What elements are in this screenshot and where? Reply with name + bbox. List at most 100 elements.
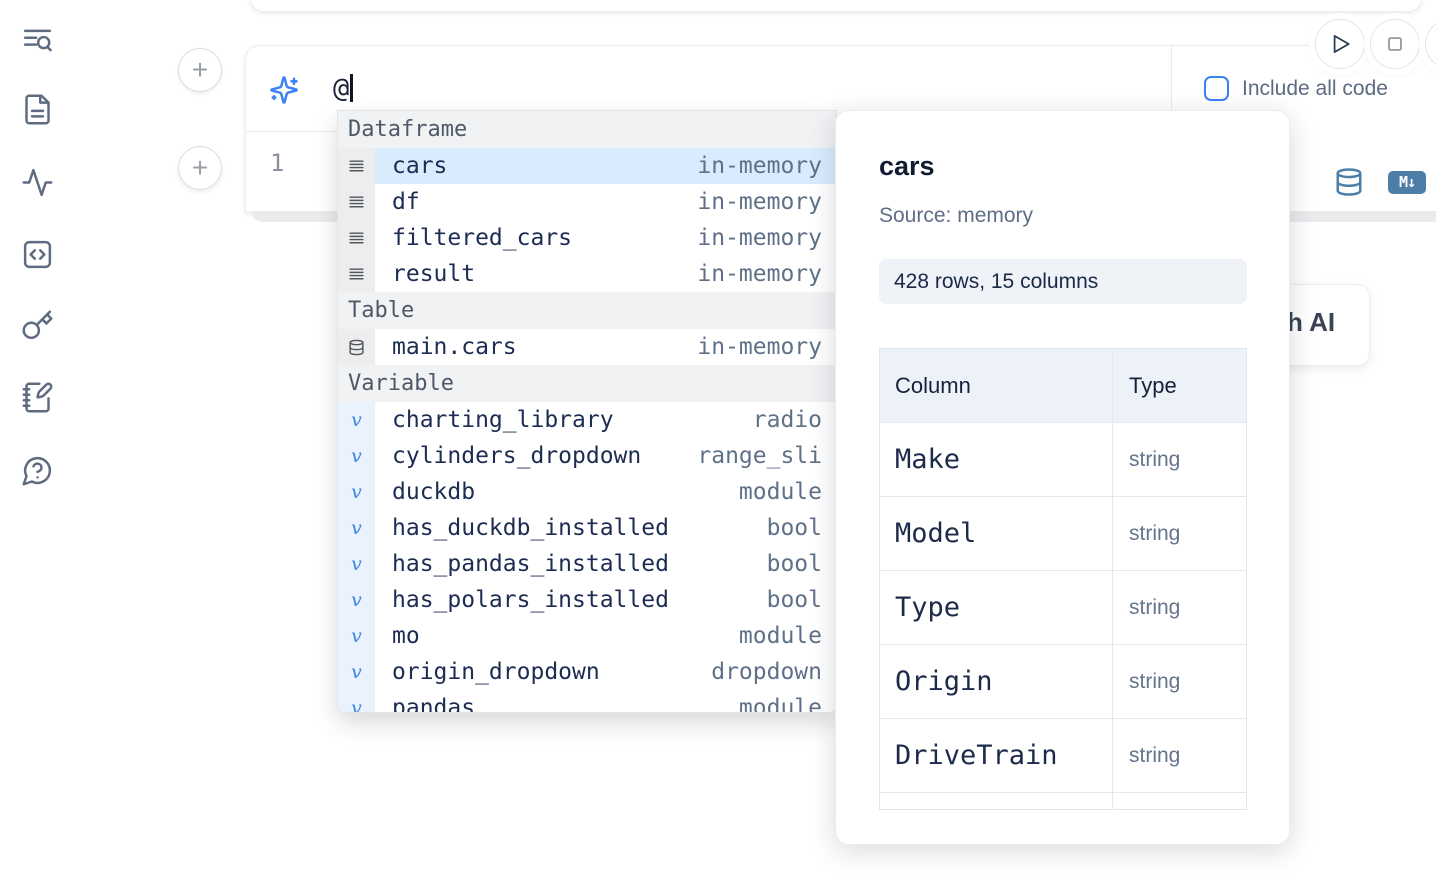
item-name: cylinders_dropdown <box>392 443 642 469</box>
item-type: bool <box>766 551 822 577</box>
type-header: Type <box>1129 372 1177 398</box>
schema-row: DriveTrain string <box>880 719 1246 793</box>
ai-prompt-value: @ <box>333 72 350 104</box>
dataframe-icon <box>338 148 375 184</box>
dataframe-icon <box>338 184 375 220</box>
autocomplete-section-header: Dataframe <box>338 111 836 148</box>
run-cell-button[interactable] <box>1315 19 1365 69</box>
item-type: in-memory <box>697 334 822 360</box>
autocomplete-section-header: Table <box>338 292 836 329</box>
column-type: string <box>1129 521 1181 545</box>
database-button[interactable] <box>1334 166 1364 198</box>
rows-icon <box>349 231 364 243</box>
sidebar-button-text-search[interactable] <box>18 21 56 59</box>
item-name: filtered_cars <box>392 225 573 251</box>
text-search-icon <box>23 29 52 51</box>
sparkles-icon <box>269 75 299 105</box>
item-name: has_polars_installed <box>392 587 669 613</box>
add-cell-above-button[interactable]: + <box>178 48 222 92</box>
column-type: string <box>1129 669 1181 693</box>
dataframe-icon <box>338 256 375 292</box>
item-type: in-memory <box>697 261 822 287</box>
key-icon <box>22 310 52 339</box>
autocomplete-item[interactable]: filtered_cars in-memory <box>338 220 836 256</box>
rows-icon <box>349 267 364 279</box>
code-square-icon <box>23 240 51 268</box>
variable-icon: v <box>338 582 375 618</box>
column-name: Origin <box>895 666 993 697</box>
shape-badge: 428 rows, 15 columns <box>879 259 1247 304</box>
table-icon <box>338 329 375 365</box>
input-divider <box>1171 46 1172 131</box>
variable-icon: v <box>338 546 375 582</box>
variable-icon: v <box>338 438 375 474</box>
item-type: module <box>738 695 822 713</box>
database-icon <box>1336 168 1362 196</box>
autocomplete-section-header: Variable <box>338 365 836 402</box>
add-cell-below-button[interactable]: + <box>178 146 222 190</box>
item-type: bool <box>766 515 822 541</box>
item-name: df <box>392 189 420 215</box>
schema-row: Origin string <box>880 645 1246 719</box>
column-name: Make <box>895 444 961 475</box>
column-name: Type <box>895 592 961 623</box>
rows-icon <box>349 195 364 207</box>
include-all-code-control: Include all code <box>1204 76 1388 101</box>
variable-icon: v <box>338 510 375 546</box>
item-type: in-memory <box>697 225 822 251</box>
column-type: string <box>1129 447 1181 471</box>
sidebar-button-file-text[interactable] <box>18 90 56 128</box>
schema-row: Model string <box>880 497 1246 571</box>
rows-icon <box>349 159 364 171</box>
item-type: module <box>738 623 822 649</box>
file-text-icon <box>24 94 50 124</box>
cell-actions: M↓ <box>1334 166 1426 198</box>
sidebar-button-notebook-pen[interactable] <box>18 378 56 416</box>
sidebar-button-help-circle[interactable] <box>18 451 56 489</box>
dataframe-icon <box>338 220 375 256</box>
item-name: result <box>392 261 476 287</box>
variable-icon: v <box>338 402 375 438</box>
column-header: Column <box>880 349 1113 422</box>
include-all-code-checkbox[interactable] <box>1204 76 1229 101</box>
sidebar-button-activity[interactable] <box>18 163 56 201</box>
item-name: mo <box>392 623 420 649</box>
stop-icon <box>1388 37 1402 51</box>
item-type: in-memory <box>697 153 822 179</box>
line-number: 1 <box>270 149 285 177</box>
autocomplete-item[interactable]: result in-memory <box>338 256 836 292</box>
sidebar-button-code-square[interactable] <box>18 235 56 273</box>
column-name: Model <box>895 518 977 549</box>
column-type: string <box>1129 743 1181 767</box>
autocomplete-item[interactable]: df in-memory <box>338 184 836 220</box>
schema-row: Make string <box>880 423 1246 497</box>
sidebar-button-key[interactable] <box>18 306 56 344</box>
schema-header-row: Column Type <box>880 349 1246 423</box>
stop-cell-button[interactable] <box>1370 19 1420 69</box>
column-type: string <box>1129 595 1181 619</box>
ai-prompt-input[interactable]: @ <box>333 71 354 105</box>
generate-with-ai-label: h AI <box>1287 307 1336 337</box>
item-name: origin_dropdown <box>392 659 600 685</box>
item-type: in-memory <box>697 189 822 215</box>
item-name: pandas <box>392 695 476 713</box>
panel-source: Source: memory <box>879 204 1034 227</box>
column-name: DriveTrain <box>895 740 1058 771</box>
help-circle-icon <box>22 456 51 485</box>
markdown-button[interactable]: M↓ <box>1388 170 1426 194</box>
previous-cell-edge <box>250 0 1422 12</box>
